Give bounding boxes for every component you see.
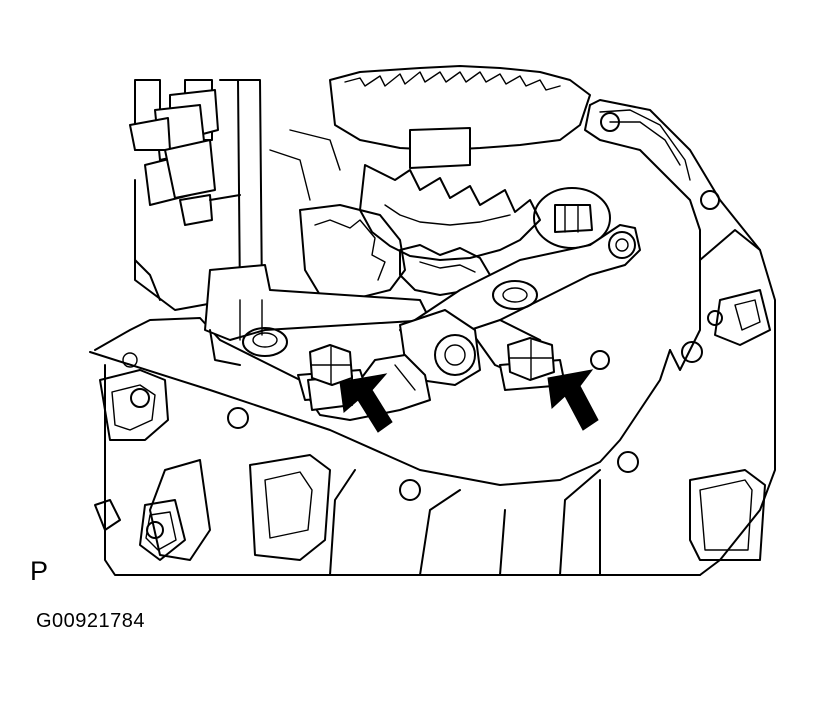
gear-cluster — [299, 65, 611, 301]
shift-fork-assembly — [129, 79, 431, 366]
arrow-icon — [547, 369, 599, 431]
arrow-icon — [339, 373, 393, 433]
flange-bolt-holes — [122, 112, 723, 539]
figure-code: G00921784 — [36, 610, 146, 632]
transmission-case — [89, 99, 776, 576]
view-letter: P — [30, 556, 49, 586]
